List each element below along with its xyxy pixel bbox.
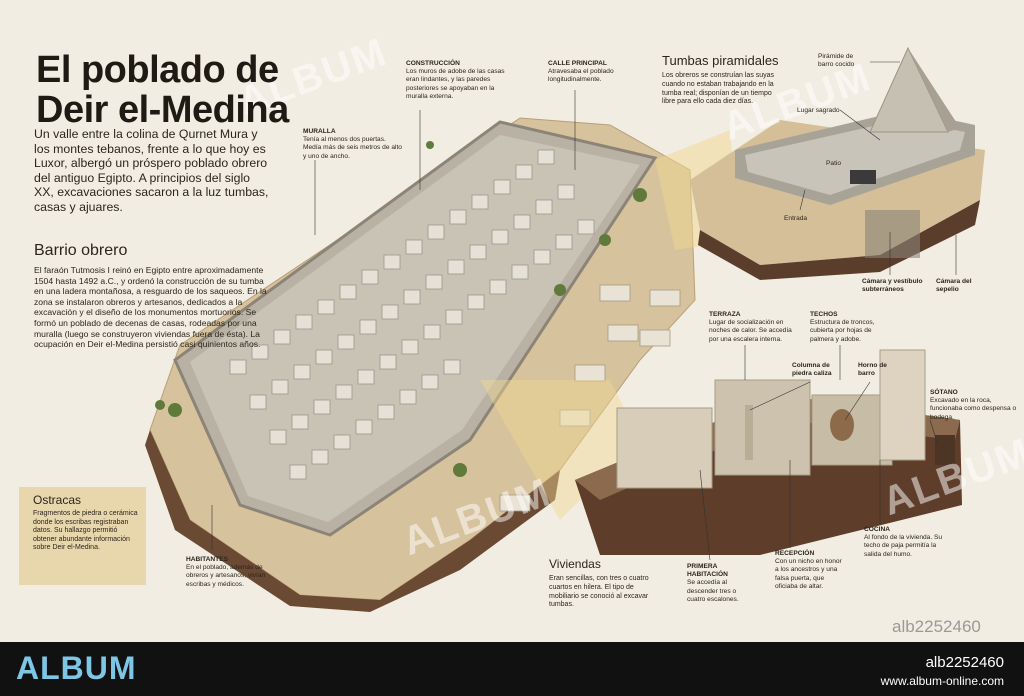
tumbas-heading: Tumbas piramidales: [662, 53, 779, 68]
house-blocks: [229, 149, 595, 480]
ostracas-text: Fragmentos de piedra o cerámica donde lo…: [33, 510, 138, 552]
footer-image-id: alb2252460: [925, 654, 1004, 671]
ostracas-box: Ostracas Fragmentos de piedra o cerámica…: [19, 487, 146, 585]
viviendas-text: Eran sencillas, con tres o cuatro cuarto…: [549, 575, 649, 609]
footer-bar: [0, 642, 1024, 696]
viviendas-heading: Viviendas: [549, 557, 601, 571]
footer-url[interactable]: www.album-online.com: [880, 674, 1004, 688]
label-columna: Columna de piedra caliza: [792, 362, 832, 378]
barrio-heading: Barrio obrero: [34, 242, 128, 259]
page-title: El poblado de Deir el-Medina: [36, 49, 289, 131]
label-camara-sepelio: Cámara del sepelio: [936, 278, 972, 294]
tomb-plots: [499, 284, 681, 512]
tumbas-text: Los obreros se construían las suyas cuan…: [662, 72, 775, 106]
palm-trees: [155, 141, 647, 477]
leader-lines: [211, 61, 957, 561]
barrio-text: El faraón Tutmosis I reinó en Egipto ent…: [34, 265, 267, 350]
label-patio: Patio: [826, 160, 842, 167]
label-lugar-sagrado: Lugar sagrado: [797, 107, 840, 114]
pyramid-tomb-illustration: [690, 46, 985, 280]
house-section-illustration: [575, 349, 962, 555]
watermark-id: alb2252460: [892, 617, 981, 636]
ostracas-heading: Ostracas: [33, 493, 82, 507]
album-logo[interactable]: ALBUM: [16, 650, 137, 686]
intro-text: Un valle entre la colina de Qurnet Mura …: [34, 127, 269, 214]
label-camara-vestibulo: Cámara y vestíbulo subterráneos: [862, 278, 923, 294]
label-piramide: Pirámide de barro cocido: [818, 53, 855, 69]
label-entrada: Entrada: [784, 215, 808, 222]
label-horno: Horno de barro: [858, 362, 887, 378]
village-illustration: [145, 46, 985, 612]
